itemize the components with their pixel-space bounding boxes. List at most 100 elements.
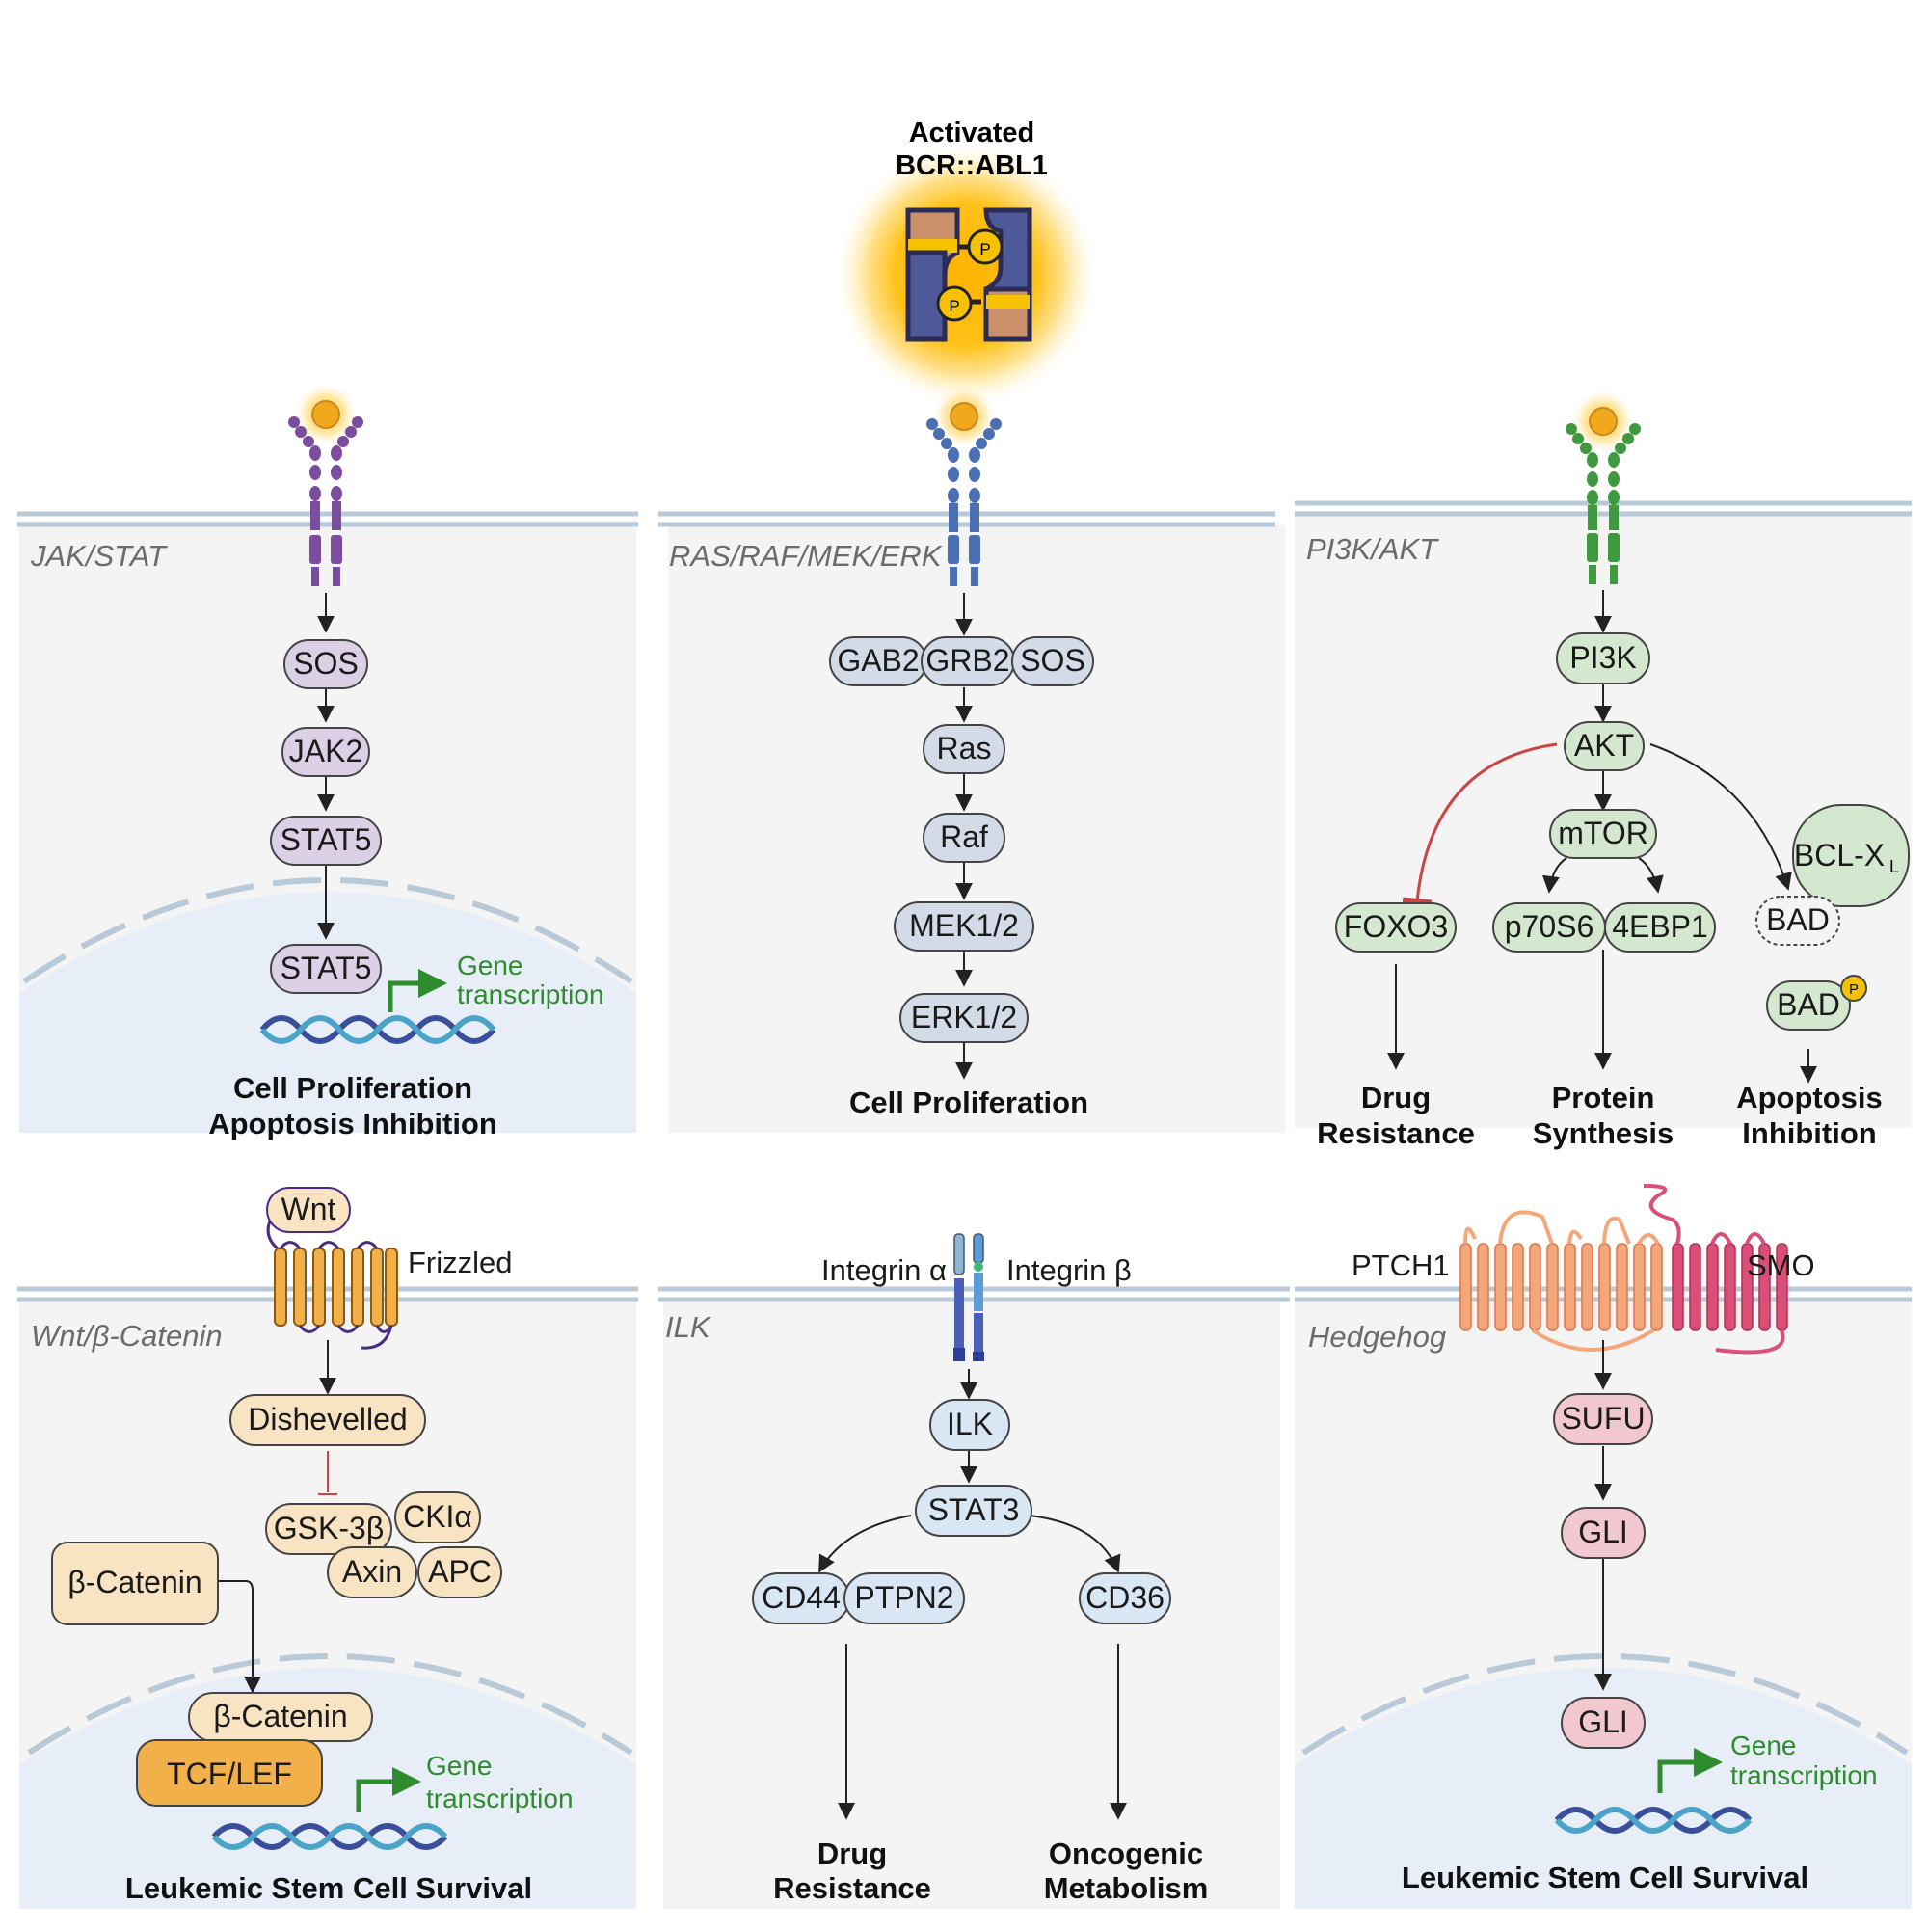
node-stat3-label: STAT3: [928, 1492, 1020, 1527]
node-stat5-nuc: [270, 944, 382, 994]
node-stat5-cyto: [270, 816, 382, 866]
outcome-pi3k-3a: Apoptosis: [1736, 1081, 1883, 1114]
nuclei: [19, 877, 1912, 1909]
node-bad-1: [1755, 896, 1840, 946]
panel-wnt: Wnt/β-Catenin Wnt Frizzled Dishevelled: [31, 1187, 574, 1905]
node-pi3k-label: PI3K: [1569, 640, 1636, 675]
label-frizzled: Frizzled: [408, 1246, 513, 1279]
phospho-badge-label: P: [1849, 981, 1859, 998]
node-stat5-nuc-label: STAT5: [281, 951, 372, 985]
node-bcatenin-cyto: [51, 1542, 219, 1625]
outcome-hh: Leukemic Stem Cell Survival: [1402, 1861, 1808, 1894]
node-bcatenin-nuc-label: β-Catenin: [213, 1699, 347, 1733]
node-cd44-label: CD44: [762, 1580, 841, 1615]
node-apc-label: APC: [428, 1554, 492, 1589]
node-tcf-lef: [136, 1739, 323, 1807]
label-smo: SMO: [1747, 1248, 1815, 1282]
bcr-title-line2: BCR::ABL1: [896, 150, 1048, 181]
node-4ebp1: [1604, 902, 1716, 953]
node-grb2-label: GRB2: [925, 643, 1009, 678]
node-mek: [894, 901, 1034, 952]
node-bad-2: [1766, 980, 1851, 1031]
node-bclxl-label: BCL-X: [1794, 838, 1885, 872]
outcome-ilk-1b: Resistance: [773, 1871, 931, 1905]
node-ilk: [929, 1399, 1010, 1451]
receptor-ras: [926, 386, 1002, 586]
node-gli-cyto: [1561, 1507, 1646, 1559]
gene-label-hh-2: transcription: [1730, 1760, 1878, 1790]
bcr-title-line1: Activated: [909, 118, 1035, 148]
outcome-jak-2: Apoptosis Inhibition: [208, 1107, 497, 1140]
node-foxo3-label: FOXO3: [1344, 909, 1448, 944]
outcome-wnt: Leukemic Stem Cell Survival: [125, 1871, 532, 1905]
bcr-p1: P: [979, 240, 990, 258]
node-ptpn2: [844, 1572, 965, 1624]
node-sufu: [1553, 1393, 1653, 1445]
panel-title-ras: RAS/RAF/MEK/ERK: [669, 539, 943, 573]
node-ras: [923, 724, 1005, 774]
node-gli-cyto-label: GLI: [1578, 1515, 1628, 1549]
node-sufu-label: SUFU: [1561, 1401, 1645, 1436]
outcome-pi3k-2a: Protein: [1552, 1081, 1655, 1114]
node-cd36-label: CD36: [1085, 1580, 1165, 1615]
node-stat5-cyto-label: STAT5: [281, 822, 372, 857]
node-bad-1-label: BAD: [1766, 902, 1830, 937]
panel-pi3k-akt: PI3K/AKT PI3K AKT mTOR FOXO3 p70S6 4EBP1…: [1306, 532, 1910, 1150]
node-pi3k: [1556, 632, 1650, 684]
outcome-ilk-1a: Drug: [817, 1837, 887, 1870]
node-foxo3: [1335, 902, 1457, 953]
label-integrin-beta: Integrin β: [1006, 1253, 1132, 1287]
node-wnt-label: Wnt: [281, 1192, 336, 1226]
panel-jak-stat: JAK/STAT SOS JAK2 STAT5 STAT5 Gene trans…: [30, 539, 604, 1140]
outcome-pi3k-1b: Resistance: [1317, 1116, 1475, 1150]
bcr-p2: P: [949, 297, 959, 315]
dna-helix-hh: [1554, 1807, 1753, 1834]
panel-title-wnt: Wnt/β-Catenin: [31, 1319, 223, 1353]
node-ptpn2-label: PTPN2: [854, 1580, 953, 1615]
label-ptch1: PTCH1: [1352, 1248, 1450, 1282]
node-akt: [1564, 721, 1645, 771]
panel-title-ilk: ILK: [665, 1310, 711, 1344]
node-mtor-label: mTOR: [1558, 816, 1648, 850]
panel-title-jak: JAK/STAT: [30, 539, 168, 573]
bcr-abl1-kinase: Activated BCR::ABL1 P P: [836, 118, 1096, 405]
outcome-jak-1: Cell Proliferation: [233, 1071, 472, 1105]
node-axin-label: Axin: [342, 1554, 402, 1589]
outcome-pi3k-2b: Synthesis: [1533, 1116, 1674, 1150]
node-bclxl-sub: L: [1889, 857, 1899, 876]
node-axin: [327, 1546, 417, 1598]
gene-arrow-hh: [1657, 1748, 1723, 1793]
node-sos-jak-label: SOS: [293, 646, 359, 681]
node-bcatenin-cyto-label: β-Catenin: [67, 1565, 201, 1599]
node-wnt: [266, 1187, 351, 1233]
node-bclxl: [1792, 804, 1910, 907]
node-erk: [899, 993, 1029, 1043]
gene-label-jak-2: transcription: [457, 979, 604, 1009]
panel-hedgehog: Hedgehog PTCH1 SMO SUFU GLI GLI Gene tra…: [1308, 1184, 1878, 1894]
receptor-pi3k: [1566, 390, 1641, 584]
node-sos-ras-label: SOS: [1020, 643, 1085, 678]
outcome-pi3k-1a: Drug: [1361, 1081, 1431, 1114]
node-erk-label: ERK1/2: [911, 1000, 1017, 1034]
node-p70s6-label: p70S6: [1505, 909, 1594, 944]
panel-ilk: ILK Integrin α Integrin β ILK STAT3 CD44: [665, 1233, 1208, 1905]
node-raf-label: Raf: [940, 819, 988, 854]
gene-label-jak-1: Gene: [457, 951, 523, 980]
panel-title-pi3k: PI3K/AKT: [1306, 532, 1439, 566]
node-gli-nuc: [1561, 1697, 1646, 1749]
node-raf: [923, 813, 1005, 863]
panel-ras: RAS/RAF/MEK/ERK GAB2 GRB2 SOS Ras Raf ME…: [669, 539, 1094, 1119]
node-dishevelled: [229, 1394, 426, 1446]
node-dishevelled-label: Dishevelled: [248, 1402, 407, 1436]
node-gsk3b-label: GSK-3β: [274, 1511, 384, 1545]
inhibit-akt-foxo3: [1402, 742, 1558, 906]
node-gab2-label: GAB2: [837, 643, 919, 678]
gene-label-wnt-1: Gene: [426, 1751, 493, 1781]
node-ck1a: [394, 1491, 481, 1543]
node-sos-jak: [283, 639, 368, 689]
dna-helix-wnt: [211, 1823, 448, 1850]
gene-arrow-jak: [388, 969, 447, 1012]
outcome-pi3k-3b: Inhibition: [1742, 1116, 1876, 1150]
